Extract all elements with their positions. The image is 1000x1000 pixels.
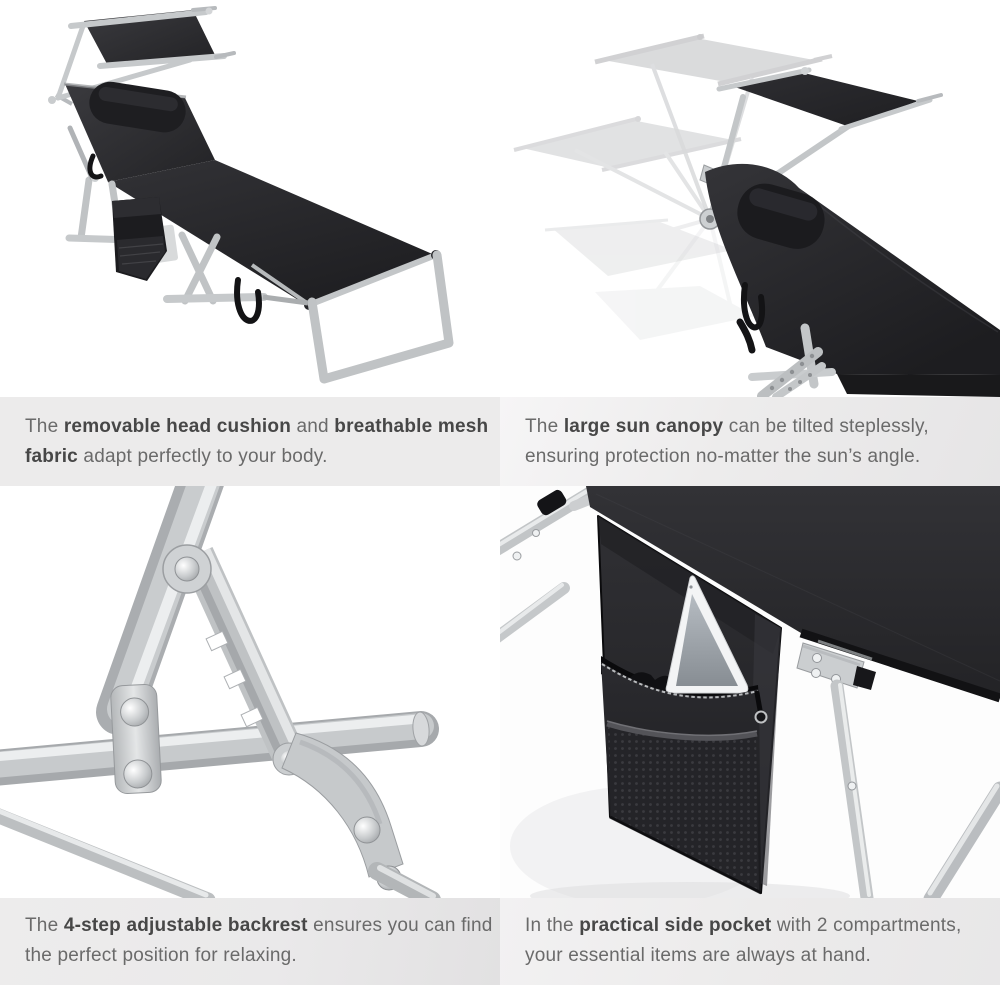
sun-canopy <box>716 67 943 132</box>
caption-segment: large sun canopy <box>563 416 724 437</box>
caption-line: your essential items are always at hand. <box>525 941 1000 971</box>
ghost-canopy-4 <box>595 217 755 340</box>
caption-segment: practical side pocket <box>579 915 772 936</box>
carry-strap <box>234 277 262 324</box>
frame-detail <box>736 318 1000 397</box>
side-pocket-illustration <box>500 486 1000 898</box>
lounger-illustration <box>0 0 500 397</box>
caption-side-pocket: In the practical side pocket with 2 comp… <box>500 898 1000 985</box>
head-cushion <box>737 183 825 249</box>
caption-segment: ensures you can find <box>307 915 493 936</box>
caption-line: fabric adapt perfectly to your body. <box>25 442 500 472</box>
caption-segment: breathable mesh <box>334 416 489 437</box>
caption-segment: adapt perfectly to your body. <box>77 446 328 467</box>
caption-segment: and <box>291 416 335 437</box>
caption-segment: 4-step adjustable backrest <box>63 915 308 936</box>
ratchet-bracket <box>181 546 306 766</box>
caption-line: The large sun canopy can be tilted stepl… <box>525 412 1000 442</box>
canopy-tilt-illustration <box>500 0 1000 397</box>
mesh-pocket <box>606 720 759 890</box>
ghost-canopy-3 <box>544 217 733 276</box>
caption-segment: The <box>525 416 564 437</box>
horizontal-tube <box>0 711 439 786</box>
photo-side-pocket <box>500 486 1000 898</box>
pivot-rivet-top <box>162 544 212 594</box>
caption-backrest: The 4-step adjustable backrest ensures y… <box>0 898 500 985</box>
photo-canopy-tilt <box>500 0 1000 397</box>
caption-sun-canopy: The large sun canopy can be tilted stepl… <box>500 397 1000 486</box>
footer-strip <box>0 985 1000 1000</box>
photo-lounger-overview <box>0 0 500 397</box>
bottom-photo-row <box>0 486 1000 898</box>
caption-band-top: The removable head cushion and breathabl… <box>0 397 1000 486</box>
photo-backrest-mechanism <box>0 486 500 898</box>
caption-line: the perfect position for relaxing. <box>25 941 500 971</box>
caption-segment: In the <box>525 915 580 936</box>
mechanism-illustration <box>0 486 500 898</box>
sun-canopy <box>68 6 236 69</box>
zipper-pull <box>754 690 768 724</box>
caption-segment: with 2 compartments, <box>771 915 962 936</box>
hinge-strap <box>87 153 104 180</box>
caption-segment: your essential items are always at hand. <box>525 945 871 966</box>
caption-segment: removable head cushion <box>63 416 292 437</box>
side-pocket <box>112 197 178 281</box>
caption-line: In the practical side pocket with 2 comp… <box>525 911 1000 941</box>
caption-line: The 4-step adjustable backrest ensures y… <box>25 911 500 941</box>
caption-segment: fabric <box>25 446 78 467</box>
leg-hub <box>796 642 876 690</box>
caption-band-bottom: The 4-step adjustable backrest ensures y… <box>0 898 1000 985</box>
carry-strap <box>740 282 766 331</box>
caption-segment: The <box>25 416 64 437</box>
caption-segment: ensuring protection no-matter the sun’s … <box>525 446 921 467</box>
top-photo-row <box>0 0 1000 397</box>
backrest-tube <box>96 486 224 735</box>
bed-fabric <box>586 486 1000 703</box>
caption-line: ensuring protection no-matter the sun’s … <box>525 442 1000 472</box>
side-pocket <box>597 515 782 895</box>
caption-segment: can be tilted steplessly, <box>723 416 929 437</box>
lower-tubes <box>0 808 441 898</box>
caption-segment: The <box>25 915 64 936</box>
caption-head-cushion: The removable head cushion and breathabl… <box>0 397 500 486</box>
caption-segment: the perfect position for relaxing. <box>25 945 297 966</box>
caption-line: The removable head cushion and breathabl… <box>25 412 500 442</box>
head-cushion <box>89 81 186 133</box>
legs <box>830 679 1000 898</box>
clamp-bracket <box>110 683 162 795</box>
zipper-teeth <box>601 663 759 699</box>
ghost-canopy-2 <box>513 116 742 221</box>
tablet <box>665 575 749 694</box>
